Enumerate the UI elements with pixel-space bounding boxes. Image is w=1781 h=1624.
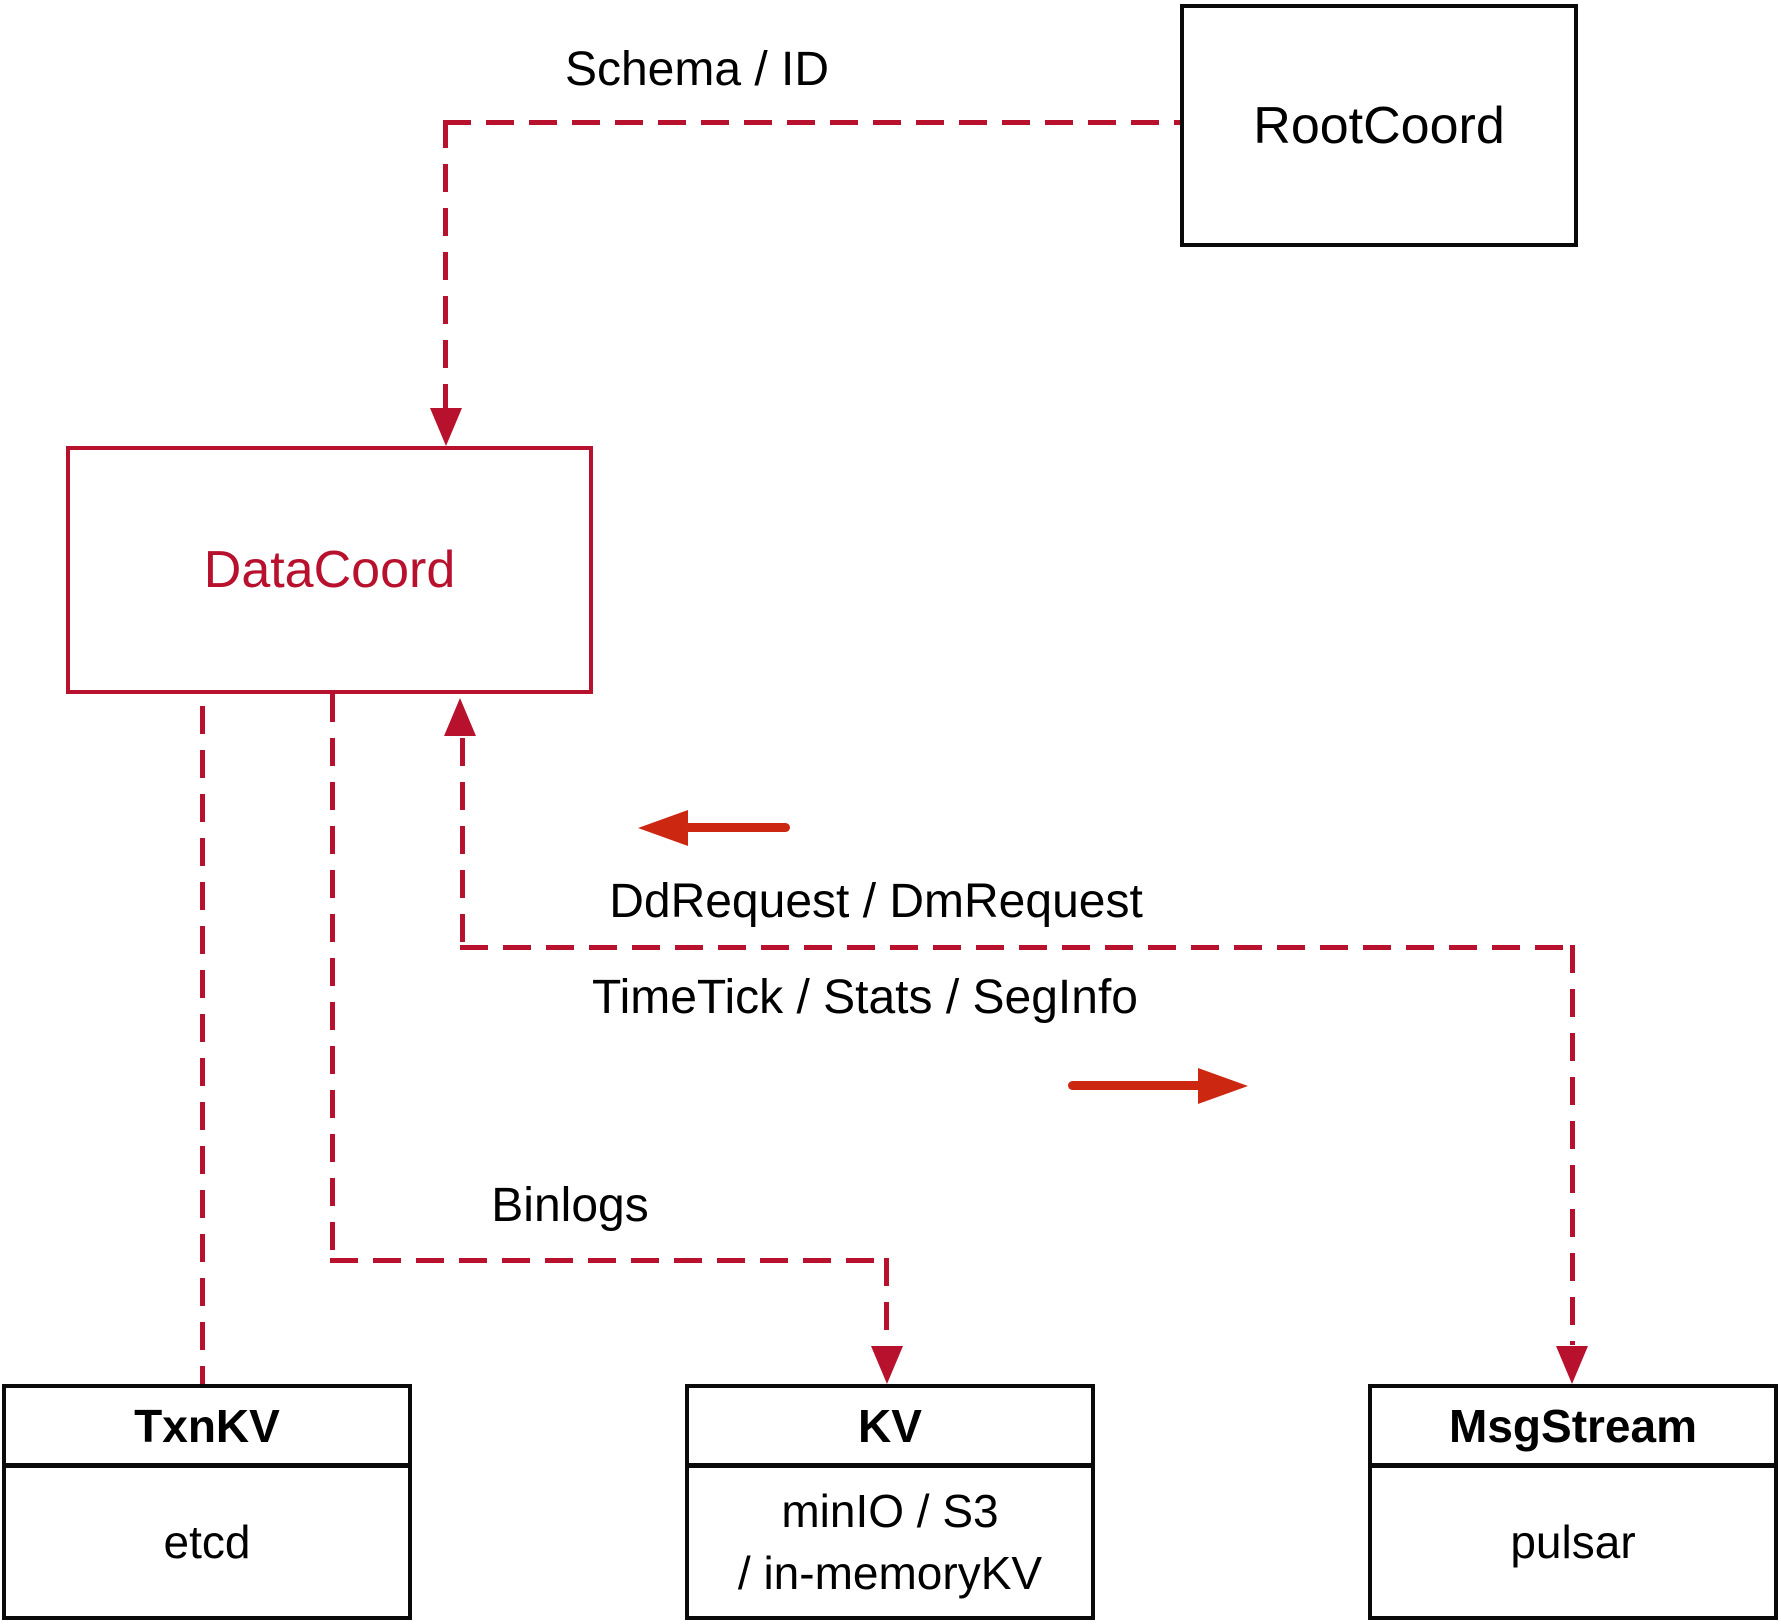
edge-binlogs-hline (330, 1258, 887, 1263)
kv-title: KV (689, 1388, 1091, 1468)
direction-arrow-left-icon (638, 808, 790, 846)
msgstream-title: MsgStream (1372, 1388, 1774, 1468)
arrowhead-up-icon (444, 698, 476, 736)
edge-label-timetick-stats-seginfo: TimeTick / Stats / SegInfo (592, 971, 1138, 1024)
kv-body-line1: minIO / S3 (781, 1485, 999, 1537)
direction-arrow-right-icon (1068, 1066, 1248, 1104)
edge-label-binlogs: Binlogs (491, 1179, 649, 1232)
edge-schema-id-hline (443, 120, 1180, 125)
arrowhead-down-icon (430, 408, 462, 446)
msgstream-body: pulsar (1510, 1516, 1636, 1568)
kv-body-line2: / in-memoryKV (737, 1547, 1043, 1599)
edge-datacoord-msgstream-vline-left (460, 738, 465, 946)
arrow-right-tail (1068, 1081, 1206, 1090)
arrow-left-head (638, 810, 688, 846)
datacoord-label: DataCoord (203, 541, 456, 599)
txnkv-body: etcd (163, 1516, 251, 1568)
txnkv-title: TxnKV (6, 1388, 408, 1468)
node-rootcoord: RootCoord (1180, 4, 1578, 247)
edge-label-ddrequest-dmrequest: DdRequest / DmRequest (609, 875, 1143, 928)
arrow-right-head (1198, 1068, 1248, 1104)
edge-datacoord-txnkv-vline (200, 706, 205, 1384)
rootcoord-label: RootCoord (1253, 96, 1505, 155)
arrowhead-down-icon (871, 1346, 903, 1384)
edge-datacoord-msgstream-hline (460, 945, 1575, 950)
node-datacoord: DataCoord (66, 446, 593, 694)
edge-schema-id-vline (443, 120, 448, 408)
node-kv: KV minIO / S3 / in-memoryKV (685, 1384, 1095, 1620)
node-txnkv: TxnKV etcd (2, 1384, 412, 1620)
edge-label-schema-id: Schema / ID (564, 43, 830, 96)
arrow-left-tail (680, 823, 790, 832)
arrowhead-down-icon (1556, 1346, 1588, 1384)
edge-binlogs-vline-1 (330, 694, 335, 1260)
node-msgstream: MsgStream pulsar (1368, 1384, 1778, 1620)
edge-datacoord-msgstream-vline-right (1570, 945, 1575, 1345)
edge-binlogs-vline-2 (884, 1258, 889, 1346)
